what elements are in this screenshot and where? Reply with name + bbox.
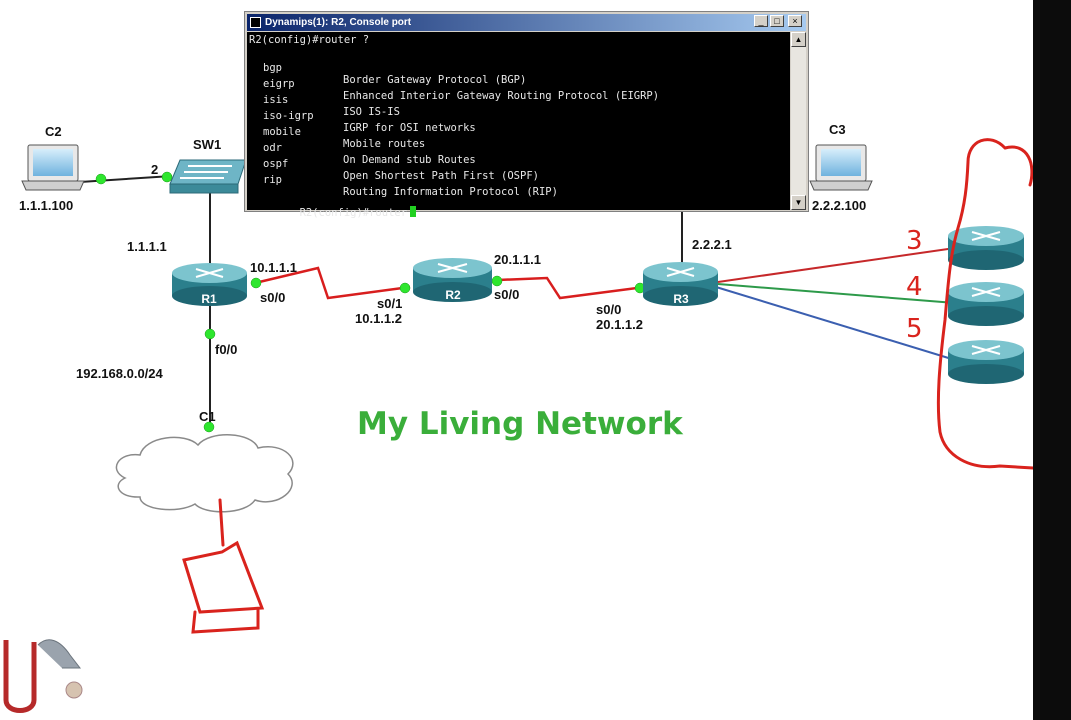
- console-option-row: isis ISO IS-IS: [247, 82, 787, 130]
- cloud-c1-icon: [115, 434, 294, 513]
- cloud-c1-label: C1: [199, 409, 216, 424]
- option-description: Routing Information Protocol (RIP): [343, 186, 558, 198]
- console-scrollbar[interactable]: ▲ ▼: [791, 32, 806, 210]
- r1-serial-if: s0/0: [260, 290, 286, 305]
- ink-annotation-5: 5: [906, 314, 923, 344]
- pc-c3-icon: [809, 144, 873, 191]
- ink-line-blue: [715, 286, 956, 361]
- ink-sketch-device: [182, 498, 265, 634]
- option-keyword: eigrp: [263, 78, 295, 90]
- r3-lan-ip: 2.2.2.1: [692, 237, 732, 252]
- console-option-row: iso-igrp IGRP for OSI networks: [247, 98, 787, 146]
- router-r2-label: R2: [445, 288, 461, 302]
- router-extra-2-icon: [948, 282, 1024, 326]
- serial-link-r2-r3: [497, 276, 646, 300]
- ink-sketch-enclosure: [936, 138, 1035, 470]
- console-titlebar[interactable]: Dynamips(1): R2, Console port: [247, 14, 806, 31]
- scroll-up-arrow-icon[interactable]: ▲: [791, 32, 806, 47]
- option-keyword: mobile: [263, 126, 301, 138]
- pc-c2-ip: 1.1.1.100: [19, 198, 74, 213]
- option-keyword: iso-igrp: [263, 110, 314, 122]
- option-description: IGRP for OSI networks: [343, 122, 476, 134]
- console-option-row: ospf Open Shortest Path First (OSPF): [247, 146, 787, 194]
- console-option-row: mobile Mobile routes: [247, 114, 787, 162]
- console-current-command: R2(config)#router: [299, 207, 408, 219]
- pc-c2-icon: [21, 144, 85, 191]
- router-r3-label: R3: [673, 292, 689, 306]
- router-r1-label: R1: [201, 292, 217, 306]
- switch-sw1-port: 2: [151, 162, 159, 177]
- console-title: Dynamips(1): R2, Console port: [265, 17, 412, 28]
- r2-left-if: s0/1: [377, 296, 403, 311]
- console-option-row: odr On Demand stub Routes: [247, 130, 787, 178]
- router-extra-3-icon: [948, 340, 1024, 384]
- r2-right-if: s0/0: [494, 287, 520, 302]
- ink-line-red: [717, 247, 956, 283]
- option-keyword: ospf: [263, 158, 289, 170]
- pc-c3-label: C3: [829, 122, 846, 137]
- ink-line-green: [717, 283, 956, 304]
- option-description: Open Shortest Path First (OSPF): [343, 170, 539, 182]
- link-c2-sw1: [79, 175, 173, 183]
- console-input-line[interactable]: R2(config)#router: [249, 194, 417, 231]
- text-cursor: [410, 206, 417, 217]
- minimize-button[interactable]: _: [754, 15, 768, 27]
- console-option-row: eigrp Enhanced Interior Gateway Routing …: [247, 66, 787, 114]
- router-extra-1-icon: [948, 226, 1024, 270]
- pc-c3-ip: 2.2.2.100: [812, 198, 867, 213]
- scroll-down-arrow-icon[interactable]: ▼: [791, 195, 806, 210]
- console-prompt-line: R2(config)#router ?: [249, 34, 370, 46]
- option-keyword: odr: [263, 142, 282, 154]
- option-keyword: rip: [263, 174, 282, 186]
- console-window[interactable]: Dynamips(1): R2, Console port _ □ × R2(c…: [244, 11, 809, 219]
- option-keyword: isis: [263, 94, 289, 106]
- ink-annotation-3: 3: [906, 226, 923, 256]
- r1-lan-network: 192.168.0.0/24: [76, 366, 163, 381]
- switch-sw1-icon: [169, 159, 247, 194]
- right-edge-bar: [1033, 0, 1071, 720]
- close-button[interactable]: ×: [788, 15, 802, 27]
- pc-c2-label: C2: [45, 124, 62, 139]
- option-description: Mobile routes: [343, 138, 426, 150]
- ink-annotation-4: 4: [906, 272, 923, 302]
- logo-mark: [3, 639, 83, 713]
- console-option-row: bgp Border Gateway Protocol (BGP): [247, 50, 787, 98]
- switch-sw1-label: SW1: [193, 137, 222, 152]
- option-description: On Demand stub Routes: [343, 154, 476, 166]
- r1-lan-ip: 1.1.1.1: [127, 239, 167, 254]
- console-screen[interactable]: R2(config)#router ? bgp Border Gateway P…: [247, 32, 790, 219]
- console-option-row: rip Routing Information Protocol (RIP): [247, 162, 787, 210]
- r2-left-ip: 10.1.1.2: [355, 311, 402, 326]
- option-description: Enhanced Interior Gateway Routing Protoc…: [343, 90, 660, 102]
- router-r1-icon: [172, 263, 247, 306]
- option-description: Border Gateway Protocol (BGP): [343, 74, 527, 86]
- r1-fast-if: f0/0: [215, 342, 238, 357]
- r3-serial-if: s0/0: [596, 302, 622, 317]
- terminal-icon: [250, 17, 261, 28]
- r1-serial-ip: 10.1.1.1: [250, 260, 297, 275]
- r3-serial-ip: 20.1.1.2: [596, 317, 643, 332]
- topology-title: My Living Network: [357, 406, 683, 442]
- option-description: ISO IS-IS: [343, 106, 400, 118]
- r2-right-ip: 20.1.1.1: [494, 252, 541, 267]
- option-keyword: bgp: [263, 62, 282, 74]
- router-r2-icon: [413, 258, 492, 302]
- serial-link-r1-r2: [254, 266, 411, 300]
- router-r3-icon: [643, 262, 718, 306]
- maximize-button[interactable]: □: [770, 15, 784, 27]
